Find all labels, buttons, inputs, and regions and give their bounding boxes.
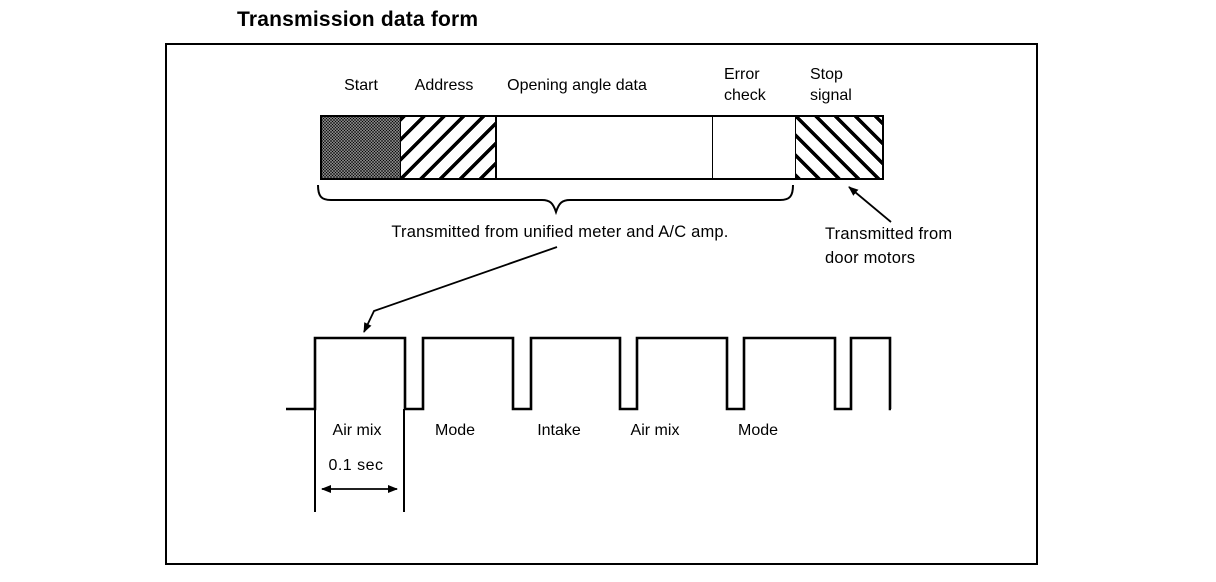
segment-opening-angle xyxy=(495,117,712,178)
pulse-label-intake: Intake xyxy=(537,422,581,439)
pulse-label-air-mix-2: Air mix xyxy=(630,422,680,439)
segment-label-error-check: Error check xyxy=(724,66,766,104)
meter-source-caption: Transmitted from unified meter and A/C a… xyxy=(391,223,729,241)
pulse-label-air-mix-1: Air mix xyxy=(332,422,382,439)
diagram-border xyxy=(165,43,1038,565)
segment-address xyxy=(400,117,495,178)
pulse-label-mode-1: Mode xyxy=(434,422,476,439)
segment-label-opening-angle: Opening angle data xyxy=(507,77,647,94)
segment-label-start: Start xyxy=(344,77,378,94)
interval-label: 0.1 sec xyxy=(328,457,384,474)
door-source-caption: Transmitted from door motors xyxy=(825,225,953,267)
segment-start xyxy=(322,117,400,178)
segment-stop-signal xyxy=(795,117,882,178)
segment-error-check xyxy=(712,117,795,178)
figure-title: Transmission data form xyxy=(237,8,479,31)
data-frame-bar xyxy=(320,115,884,180)
segment-label-stop-signal: Stop signal xyxy=(810,66,852,104)
pulse-label-mode-2: Mode xyxy=(737,422,779,439)
segment-label-address: Address xyxy=(414,77,474,94)
